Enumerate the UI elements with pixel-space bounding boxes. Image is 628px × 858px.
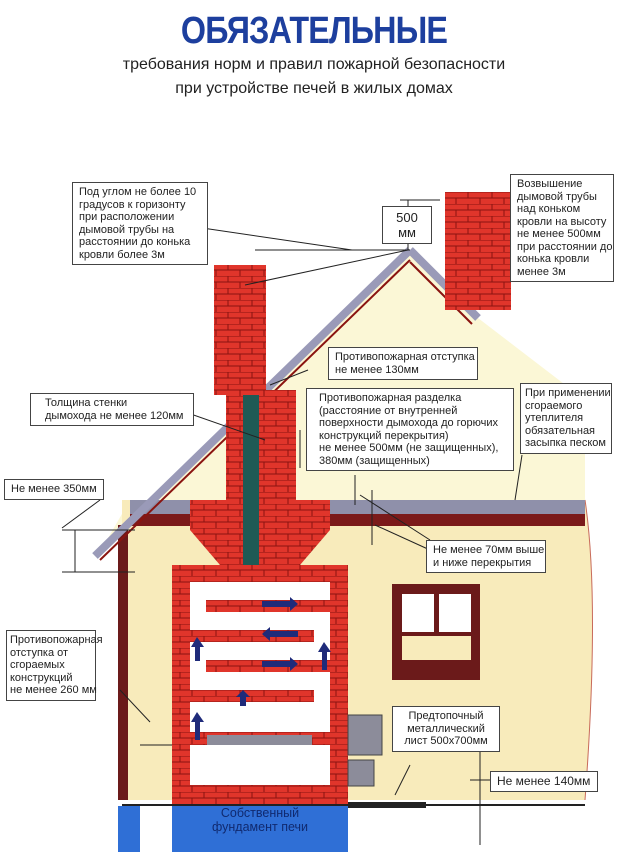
log-wall [118,525,128,800]
chimney-top [214,265,266,395]
chimney-stack [226,390,296,502]
page-title: ОБЯЗАТЕЛЬНЫЕ [180,10,448,52]
stove-door [347,714,383,756]
metal-sheet [348,802,426,808]
chimney-elevated [445,192,511,310]
label-min-350: Не менее 350мм [4,479,104,500]
chimney-flare [190,500,330,565]
ash-door [347,759,375,787]
wall-foundation [118,806,140,852]
smoke-flow-arrows [191,597,331,740]
subtitle-line-1: требования норм и правил пожарной безопа… [122,56,506,73]
stove-foundation [172,806,348,852]
label-min-140: Не менее 140мм [490,771,598,792]
label-fire-cut: Противопожарная разделка(расстояние от в… [306,388,514,471]
subtitle-line-2: при устройстве печей в жилых домах [175,80,453,97]
flue [243,395,259,600]
